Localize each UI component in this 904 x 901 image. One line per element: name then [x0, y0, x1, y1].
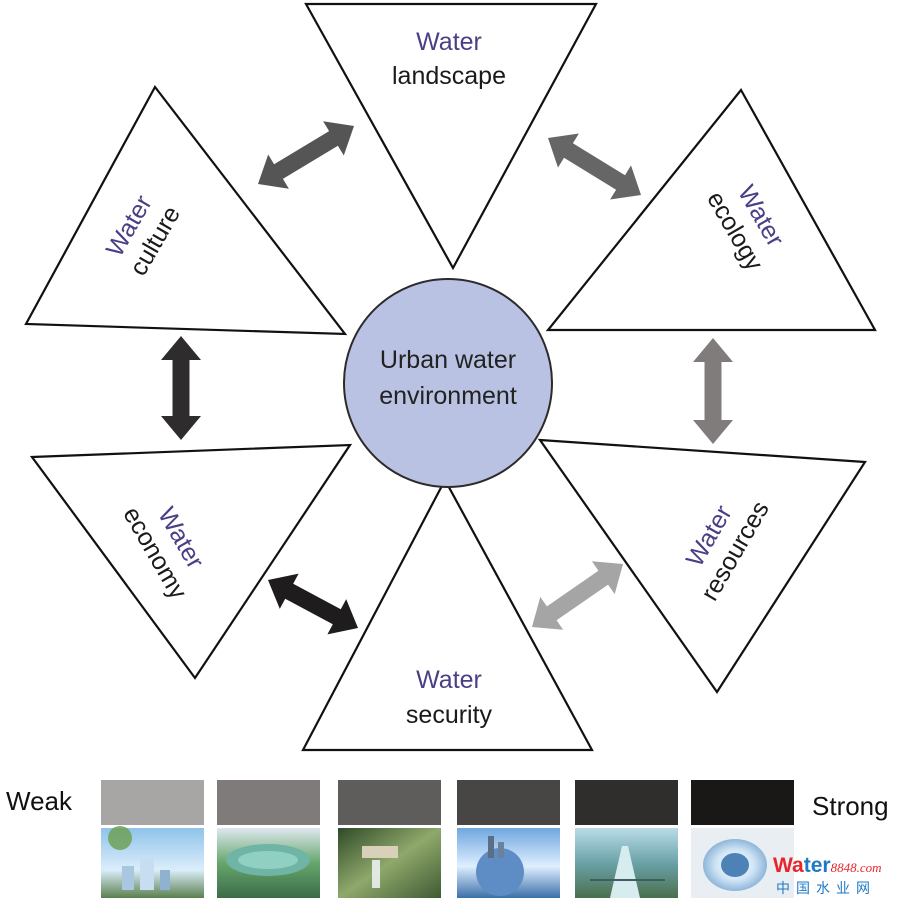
security-label-water: Water — [416, 666, 482, 694]
watermark-cn: 中国水业网 — [776, 881, 876, 897]
photo-water-drop-globe — [691, 828, 794, 898]
petal-ecology — [545, 88, 877, 332]
strength-swatch-3 — [338, 780, 441, 825]
strength-swatches — [101, 780, 794, 825]
arrow-landscape-ecology — [548, 133, 641, 200]
center-label-line2: environment — [379, 382, 517, 410]
security-label-sub: security — [406, 701, 493, 729]
arrow-security-economy — [268, 573, 358, 635]
petal-economy — [29, 443, 353, 680]
landscape-label-sub: landscape — [392, 62, 506, 90]
center-circle — [343, 278, 553, 488]
scale-strong-label: Strong — [812, 791, 889, 821]
watermark-brand: Water8848.com — [773, 854, 882, 877]
scale-weak-label: Weak — [6, 786, 73, 816]
arrow-resources-security — [532, 561, 623, 630]
petal-landscape — [304, 2, 598, 271]
strength-swatch-5 — [575, 780, 678, 825]
petal-resources — [537, 438, 867, 694]
relation-arrows — [161, 121, 733, 635]
strength-swatch-4 — [457, 780, 560, 825]
arrow-economy-culture — [161, 336, 201, 440]
strength-swatch-1 — [101, 780, 204, 825]
strength-swatch-2 — [217, 780, 320, 825]
photo-water-channel — [575, 828, 678, 898]
photo-lake-aerial — [217, 828, 320, 898]
petal-security — [301, 477, 594, 752]
watermark: Water8848.com 中国水业网 — [773, 854, 882, 897]
photo-city-water-drop — [101, 826, 204, 898]
center-label-line1: Urban water — [380, 346, 516, 374]
photo-planet-water — [457, 828, 560, 898]
arrow-ecology-resources — [693, 338, 733, 444]
arrow-culture-landscape — [258, 121, 354, 189]
photo-waterfall-house — [338, 828, 441, 898]
landscape-label-water: Water — [416, 28, 482, 56]
petal-culture — [24, 84, 348, 336]
scale-photos — [101, 826, 794, 898]
strength-swatch-6 — [691, 780, 794, 825]
